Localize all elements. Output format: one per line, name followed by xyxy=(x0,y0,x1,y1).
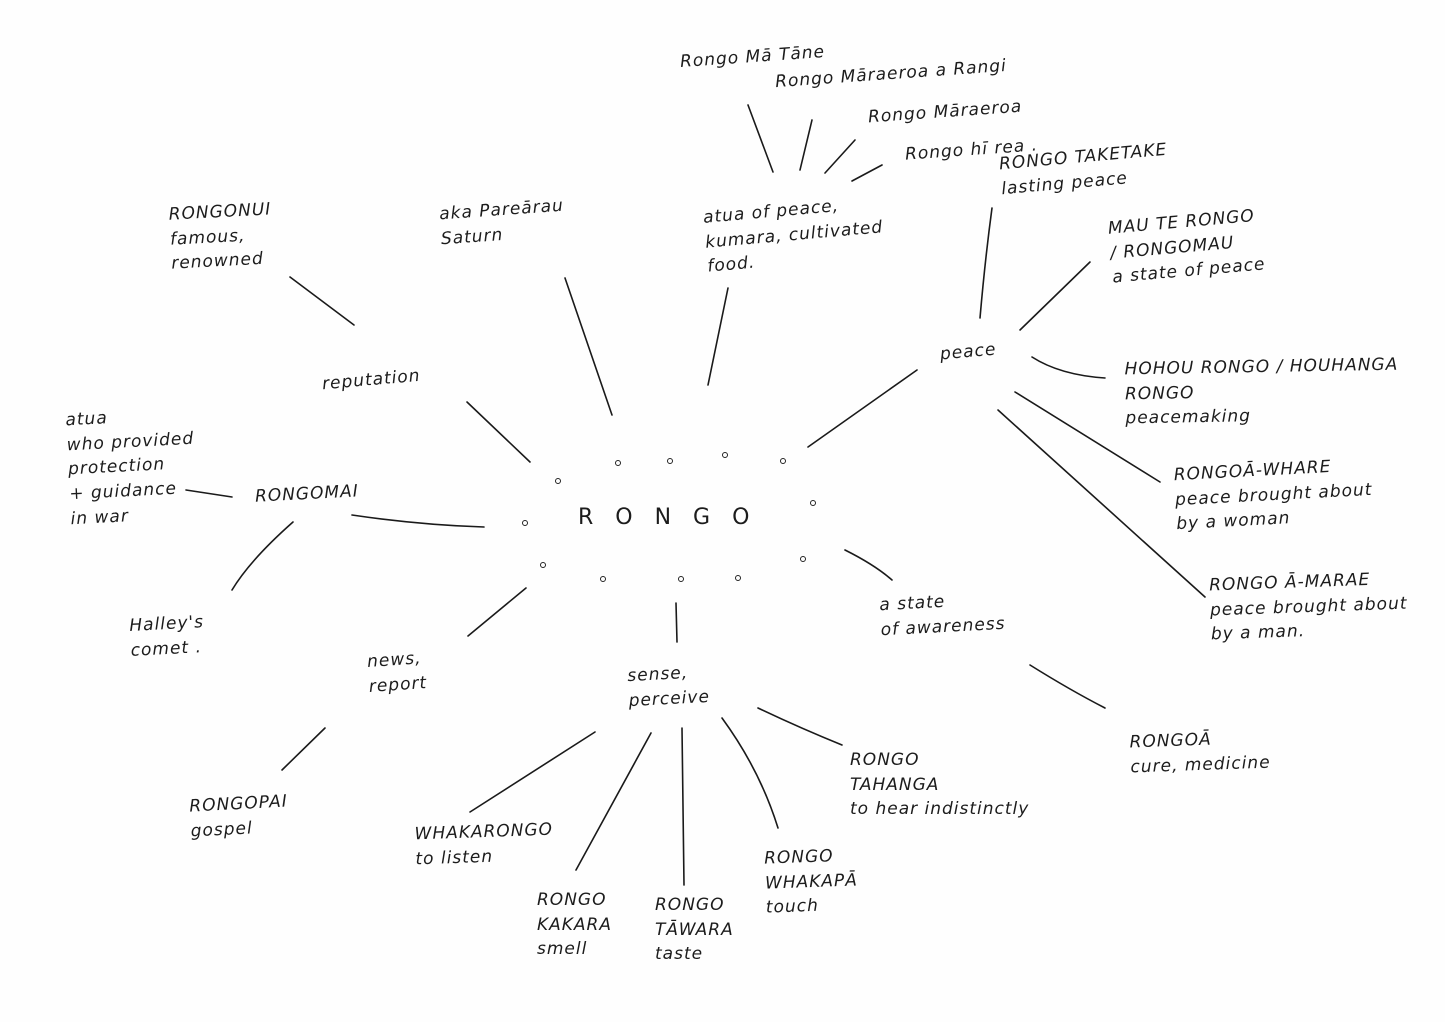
node-sense-perceive: sense,perceive xyxy=(627,660,711,713)
central-topic: RONGO xyxy=(578,505,772,530)
node-text-line: perceive xyxy=(628,686,711,711)
decorative-dot xyxy=(540,562,546,568)
node-text-line: to listen xyxy=(415,846,494,870)
decorative-dot xyxy=(810,500,816,506)
node-text-line: RONGO xyxy=(655,895,725,915)
decorative-dot xyxy=(780,458,786,464)
decorative-dot xyxy=(600,576,606,582)
node-text-line: news, xyxy=(366,648,423,673)
node-text-line: HOHOU RONGO / HOUHANGA xyxy=(1124,354,1399,380)
decorative-dot xyxy=(615,460,621,466)
decorative-dot xyxy=(722,452,728,458)
node-text-line: to hear indistinctly xyxy=(850,799,1030,820)
decorative-dot xyxy=(667,458,673,464)
node-text-line: RONGO xyxy=(537,890,607,910)
node-text-line: KAKARA xyxy=(537,914,612,935)
node-text-line: peace xyxy=(939,339,998,365)
node-text-line: TĀWARA xyxy=(655,919,734,940)
node-text-line: report xyxy=(368,672,428,697)
node-text-line: RONGOPAI xyxy=(188,791,289,817)
node-text-line: WHAKAPĀ xyxy=(764,870,859,894)
node-text-line: smell xyxy=(537,939,588,960)
decorative-dot xyxy=(735,575,741,581)
node-rongo-tahanga: RONGO TAHANGA to hear indistinctly xyxy=(850,748,1029,822)
node-text-line: RONGO xyxy=(850,750,920,770)
node-text-line: RONGO xyxy=(763,846,834,869)
node-rongo-kakara: RONGO KAKARA smell xyxy=(537,888,612,962)
node-text-line: taste xyxy=(655,944,704,965)
node-text-line: gospel xyxy=(190,817,254,842)
node-text-line: touch xyxy=(765,896,820,918)
decorative-dot xyxy=(800,556,806,562)
decorative-dot xyxy=(555,478,561,484)
node-text-line: cure, medicine xyxy=(1130,752,1271,778)
node-text-line: TAHANGA xyxy=(850,774,940,795)
node-news-report: news,report xyxy=(366,646,428,699)
node-text-line: peacemaking xyxy=(1125,406,1252,429)
decorative-dot xyxy=(678,576,684,582)
node-text-line: comet . xyxy=(130,636,203,661)
node-peace: peace xyxy=(939,338,997,367)
node-rongo-tawara: RONGO TĀWARA taste xyxy=(655,893,734,967)
node-text-line: Halley's xyxy=(128,612,205,636)
node-text-line: WHAKARONGO xyxy=(414,819,554,845)
decorative-dot xyxy=(522,520,528,526)
